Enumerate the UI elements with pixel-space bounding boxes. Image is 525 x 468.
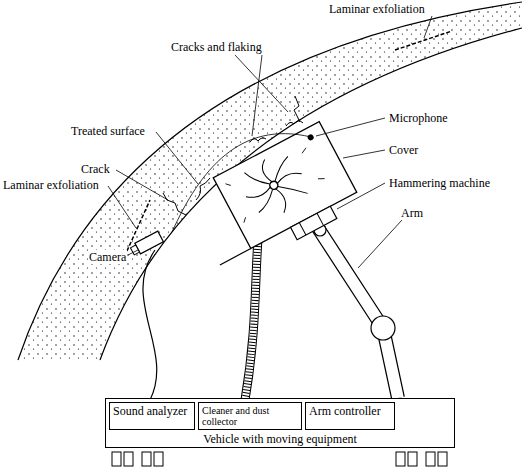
arm (318, 228, 398, 398)
equipment-box: Cleaner and dust collector (198, 402, 302, 430)
leader-line (316, 118, 385, 136)
part-label: Camera (88, 250, 127, 264)
part-label: Crack (80, 162, 111, 176)
box-label: Sound analyzer (113, 405, 191, 418)
part-label: Arm (400, 206, 424, 220)
vehicle-body: Vehicle with moving equipment Sound analy… (105, 398, 455, 448)
box-label: Arm controller (309, 405, 391, 418)
leader-line (337, 183, 385, 209)
part-label: Laminar exfoliation (2, 178, 100, 192)
camera (130, 231, 164, 257)
arm-joint (371, 316, 395, 340)
microphone-cable (172, 134, 311, 232)
signal-cable (143, 250, 157, 400)
part-label: Cover (388, 143, 419, 157)
part-label: Laminar exfoliation (328, 2, 426, 16)
part-label: Cracks and flaking (170, 40, 263, 54)
equipment-box: Sound analyzer (109, 402, 195, 430)
leader-line (108, 186, 136, 228)
leader-line (424, 16, 432, 38)
equipment-box: Arm controller (305, 402, 395, 430)
lining-inner (100, 28, 522, 360)
leader-line (235, 55, 288, 112)
treated-surface-mark (196, 178, 210, 200)
crack-mark (163, 193, 186, 215)
part-label: Hammering machine (388, 176, 491, 190)
arm (318, 228, 398, 398)
leader-line (156, 132, 198, 184)
leader-line (252, 55, 262, 136)
exfoliation-mark (395, 31, 452, 50)
vehicle-label: Vehicle with moving equipment (106, 433, 454, 446)
box-label: Cleaner and dust collector (202, 405, 298, 427)
leader-line (343, 150, 385, 158)
leader-line (358, 220, 402, 268)
leader-line (128, 250, 138, 255)
part-label: Treated surface (70, 124, 146, 138)
cover-assembly (182, 122, 363, 278)
wheels (112, 452, 447, 466)
leader-line (116, 170, 168, 200)
part-label: Microphone (388, 111, 449, 125)
